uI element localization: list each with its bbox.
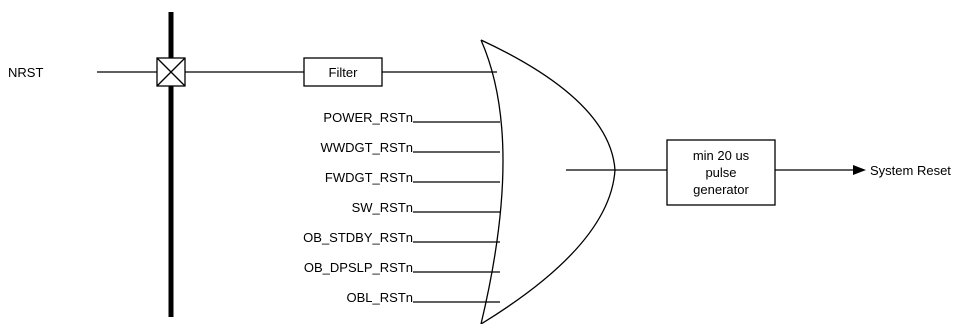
reset-source-label: POWER_RSTn (323, 110, 413, 125)
output-arrowhead (853, 165, 866, 175)
pad-box-cross-2 (156, 57, 186, 87)
pulse-generator-label-line-2: pulse (705, 165, 736, 180)
pulse-generator-label-line-1: min 20 us (693, 148, 750, 163)
reset-source-label: OB_STDBY_RSTn (303, 230, 413, 245)
reset-sources: POWER_RSTnWWDGT_RSTnFWDGT_RSTnSW_RSTnOB_… (303, 110, 500, 305)
reset-source-label: OBL_RSTn (347, 290, 413, 305)
reset-source-label: SW_RSTn (352, 200, 413, 215)
reset-source-label: OB_DPSLP_RSTn (304, 260, 413, 275)
pulse-generator-box (666, 139, 776, 206)
reset-source-label: FWDGT_RSTn (325, 170, 413, 185)
system-reset-label: System Reset (870, 163, 951, 178)
reset-source-label: WWDGT_RSTn (321, 140, 413, 155)
nrst-label: NRST (8, 65, 43, 80)
or-gate (480, 39, 616, 324)
filter-label: Filter (329, 65, 359, 80)
pulse-generator-label-line-3: generator (693, 182, 749, 197)
